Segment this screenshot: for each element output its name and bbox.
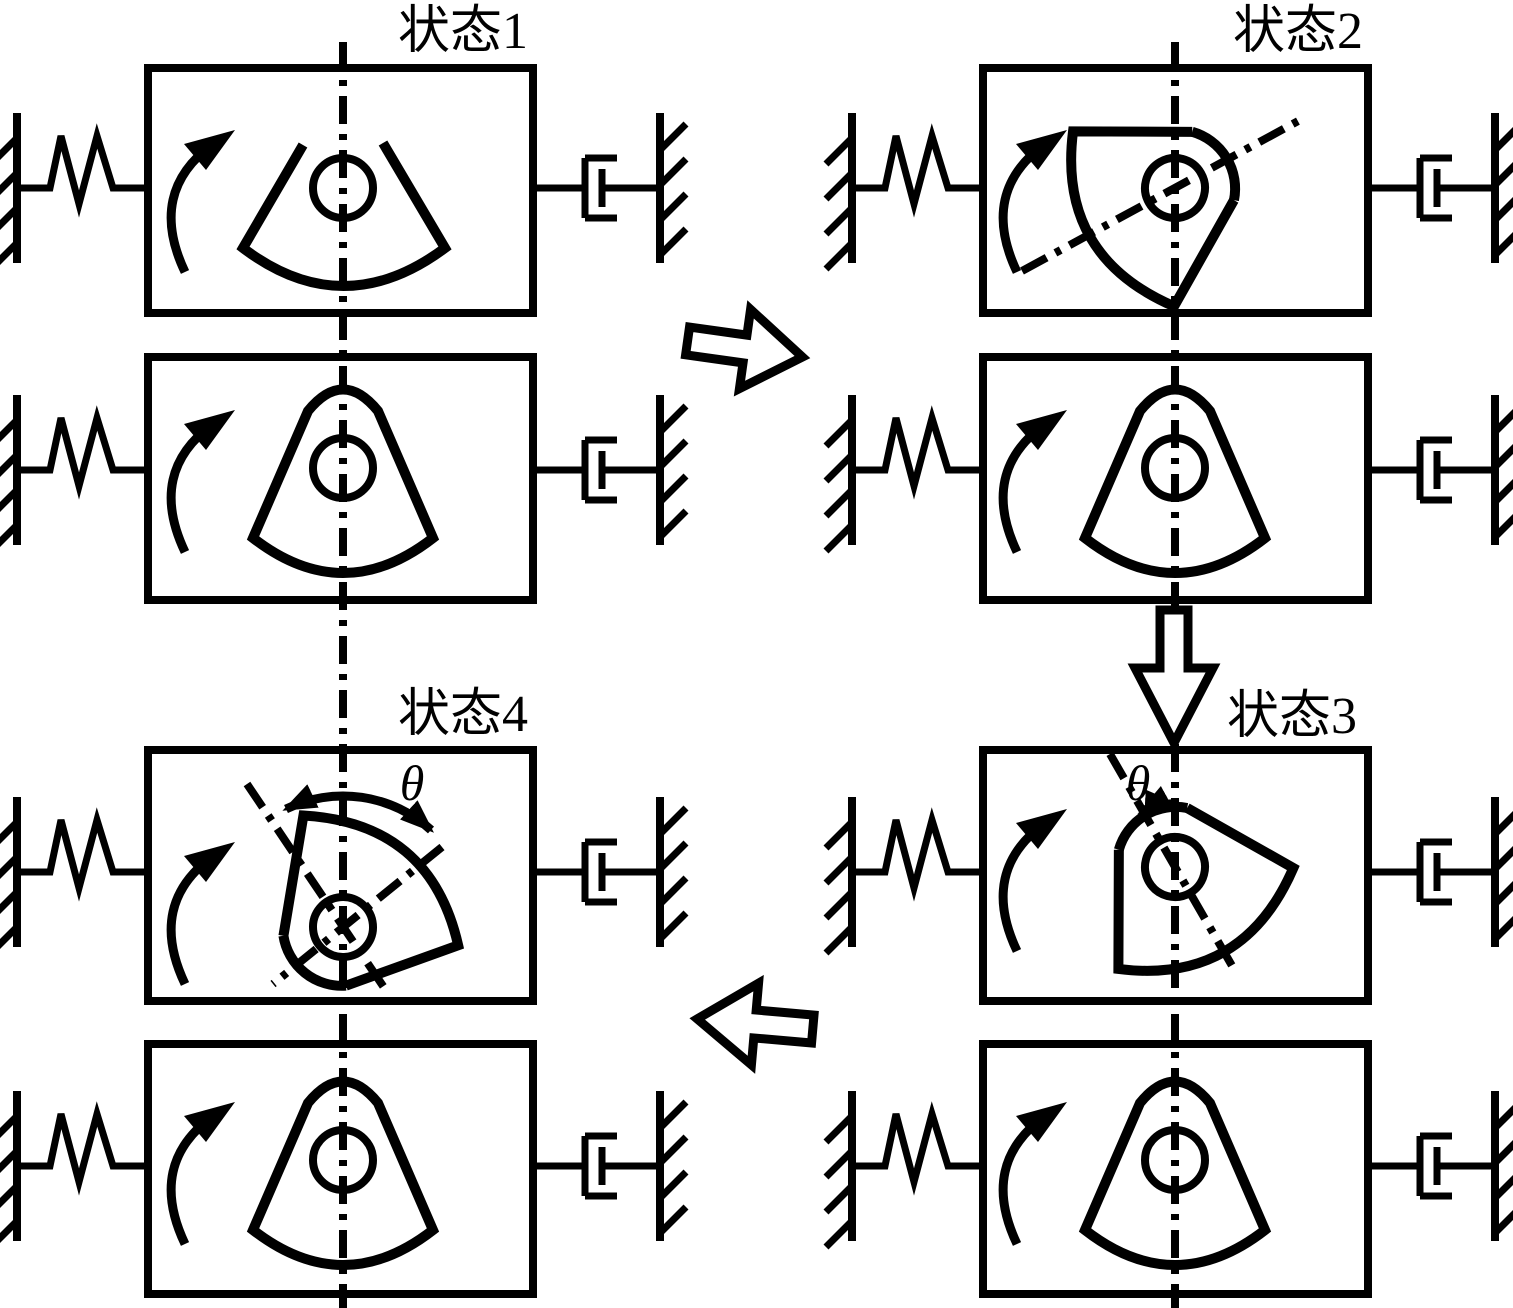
mass-box	[979, 353, 1372, 604]
rotation-arrow-icon	[171, 410, 235, 552]
state-4-title: 状态4	[398, 686, 528, 743]
sector-cam-icon	[1040, 79, 1265, 325]
theta-label: θ	[1126, 755, 1151, 811]
state-3-panel: 状态3 θ	[826, 688, 1513, 1298]
theta-label: θ	[400, 755, 425, 811]
state-2-panel: 状态2	[826, 3, 1513, 604]
damper-icon	[1368, 395, 1513, 545]
rotation-arrow-icon	[171, 842, 235, 984]
damper-icon	[533, 395, 686, 545]
tilted-axis-line	[270, 843, 445, 988]
tilted-axis-line	[1106, 752, 1239, 973]
spring-icon	[0, 797, 148, 953]
transition-arrow-right-icon	[680, 300, 811, 397]
spring-icon	[826, 395, 983, 551]
state-4-panel: 状态4 θ	[0, 686, 686, 1298]
transition-arrow-down-icon	[1127, 605, 1221, 753]
theta-angle-arc	[282, 784, 435, 834]
rotation-arrow-icon	[171, 130, 235, 272]
state-3-title: 状态3	[1227, 688, 1357, 745]
rotation-arrow-icon	[171, 1102, 235, 1244]
damper-icon	[1368, 797, 1513, 947]
spring-icon	[0, 1091, 148, 1247]
spring-icon	[826, 1091, 983, 1247]
state-2-title: 状态2	[1233, 3, 1363, 60]
mass-box	[144, 353, 537, 604]
spring-icon	[0, 113, 148, 269]
damper-icon	[533, 113, 686, 263]
spring-icon	[826, 797, 983, 953]
sector-apex-arc	[274, 934, 346, 998]
state-1-title: 状态1	[398, 3, 528, 60]
tilted-axis-line	[1020, 116, 1302, 275]
spring-icon	[0, 395, 148, 551]
damper-icon	[1368, 113, 1513, 263]
damper-icon	[533, 1091, 686, 1241]
sector-cam-icon	[1066, 777, 1312, 1002]
rotation-arrow-icon	[1003, 809, 1067, 951]
damper-icon	[1368, 1091, 1513, 1241]
rotation-arrow-icon	[1003, 1102, 1067, 1244]
transition-arrow-left-icon	[689, 974, 819, 1074]
theta-angle-arc	[1137, 786, 1179, 817]
state-1-panel: 状态1	[0, 3, 686, 604]
sector-cam-icon	[236, 786, 483, 1025]
damper-icon	[533, 797, 686, 947]
rotation-arrow-icon	[1003, 410, 1067, 552]
spring-icon	[826, 113, 983, 269]
